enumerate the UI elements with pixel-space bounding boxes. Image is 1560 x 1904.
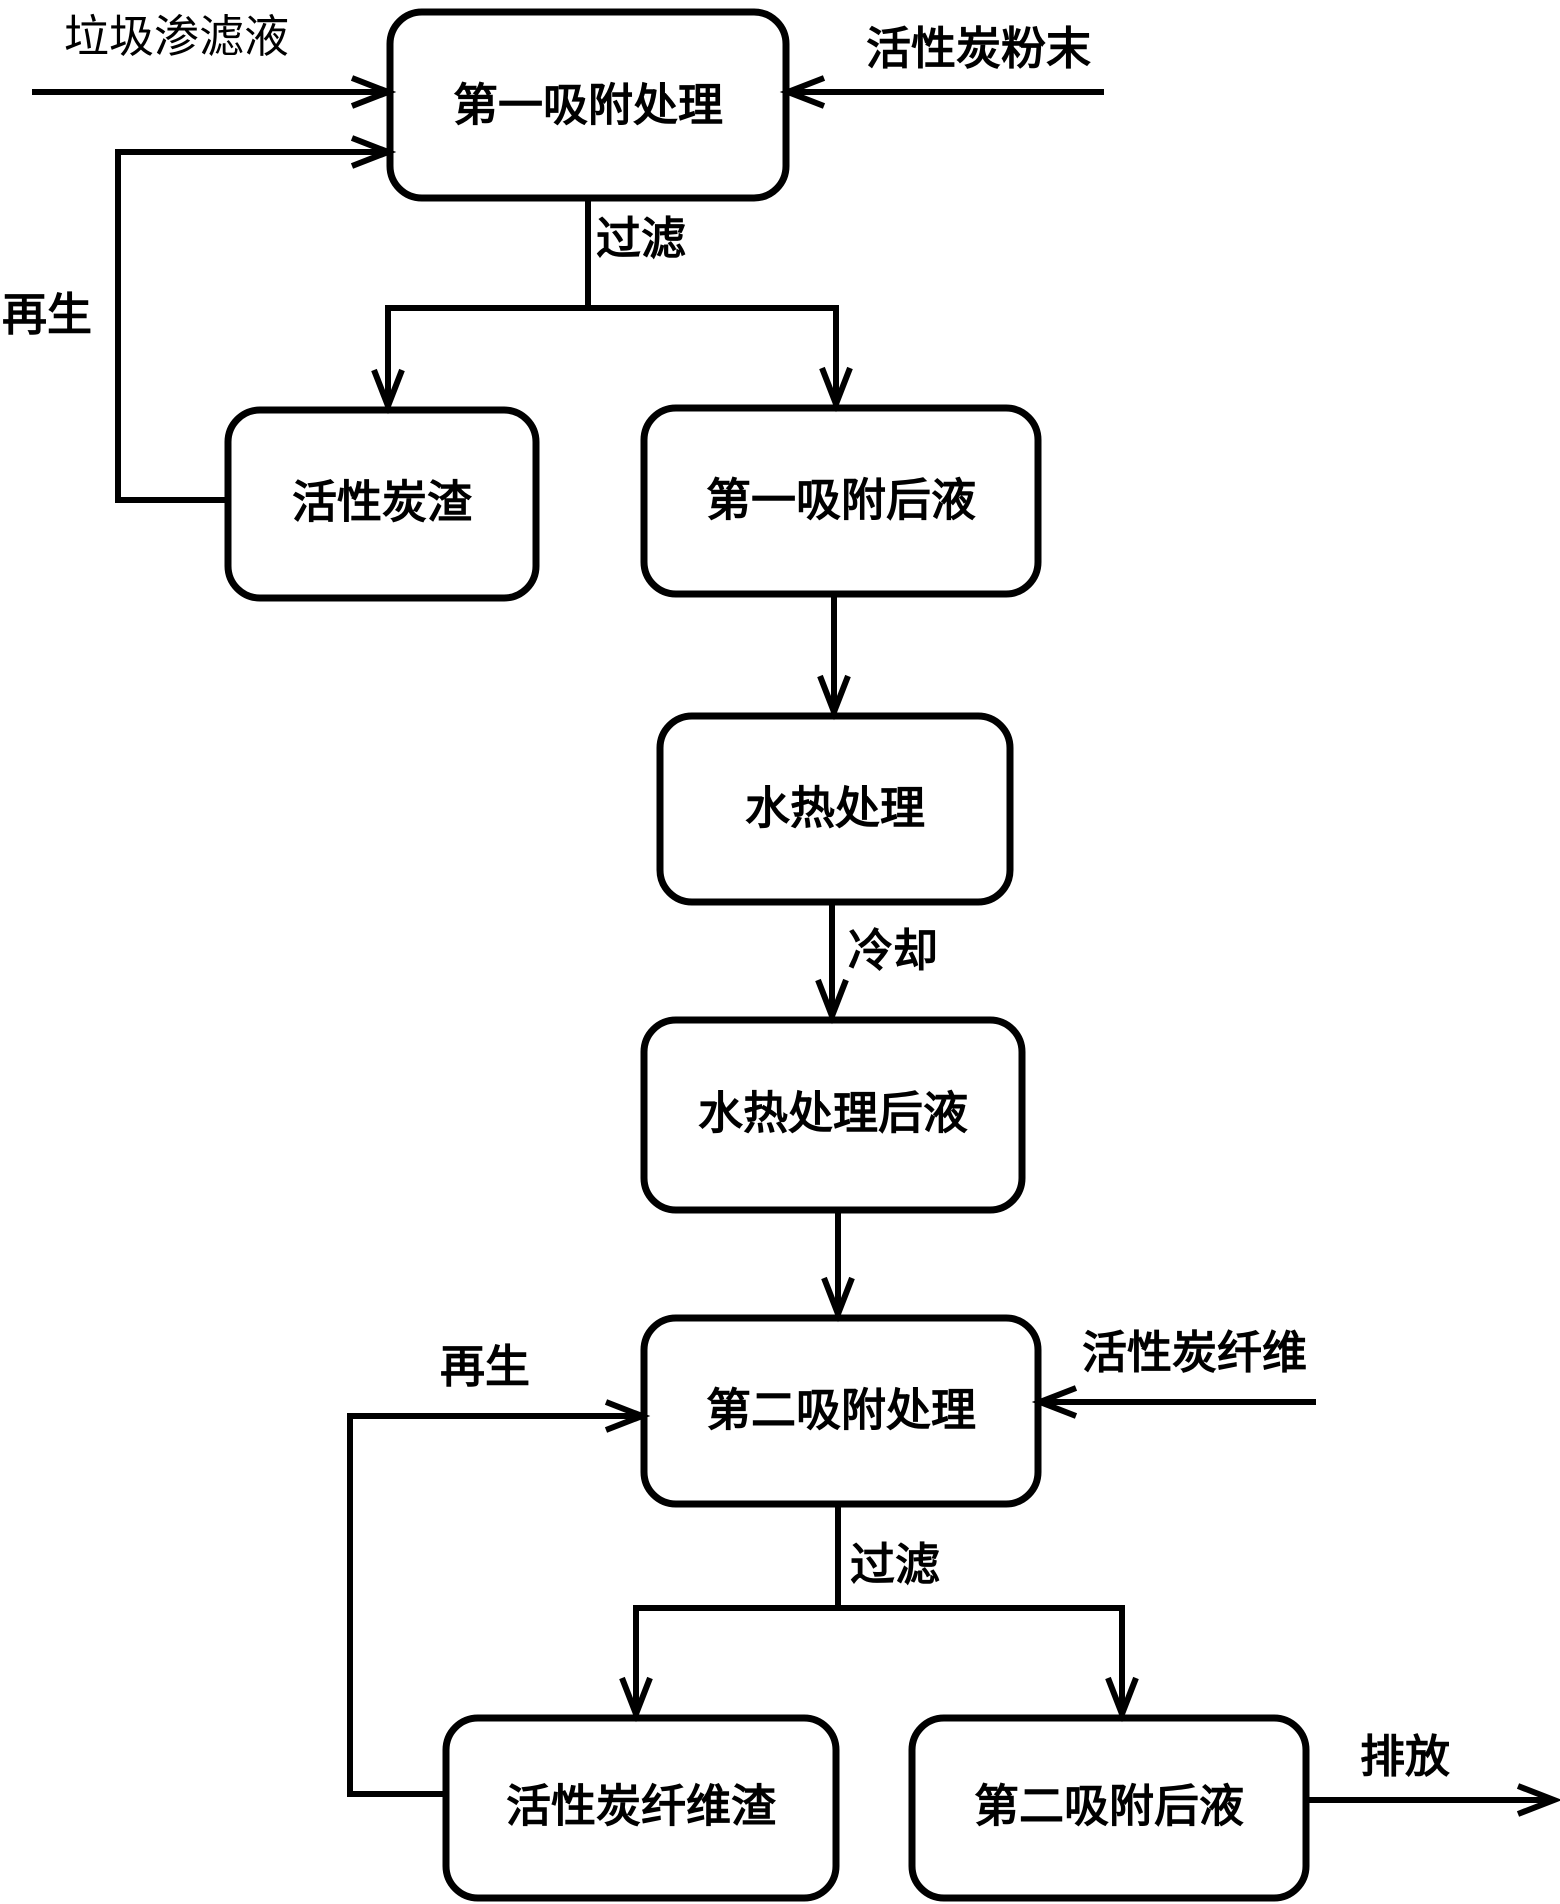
node-after-adsorption-2-label: 第二吸附后液 [974,1780,1244,1833]
node-after-adsorption-1: 第一吸附后液 [640,404,1042,598]
arrowhead-regen-loop-1 [350,135,397,169]
label-cooling: 冷却 [848,924,938,977]
node-fiber-residue-label: 活性炭纤维渣 [506,1780,777,1833]
node-after-hydrothermal: 水热处理后液 [640,1016,1026,1214]
label-leachate: 垃圾渗滤液 [64,10,289,63]
arrowhead-leachate-input [350,75,397,109]
node-adsorption-1-label: 第一吸附处理 [453,79,723,132]
arrowhead-carbon-powder-input [779,75,826,109]
node-hydrothermal-label: 水热处理 [745,782,925,835]
node-after-adsorption-2: 第二吸附后液 [908,1714,1310,1902]
node-fiber-residue: 活性炭纤维渣 [442,1714,840,1902]
label-carbon-fiber: 活性炭纤维 [1082,1326,1307,1379]
label-filter-1: 过滤 [596,212,686,265]
arrowhead-to-after-adsorption-2 [1105,1676,1139,1723]
node-adsorption-2-label: 第二吸附处理 [706,1384,976,1437]
node-adsorption-2: 第二吸附处理 [640,1314,1042,1508]
label-discharge: 排放 [1360,1730,1450,1783]
node-hydrothermal: 水热处理 [656,712,1014,906]
arrowhead-to-fiber-residue [619,1676,653,1723]
arrowhead-cooling [815,978,849,1025]
arrowhead-discharge [1516,1783,1560,1817]
arrowhead-to-carbon-residue [371,368,405,415]
node-carbon-residue: 活性炭渣 [224,406,540,602]
label-filter-2: 过滤 [850,1538,940,1591]
edge-filter-2-split [633,1605,1125,1712]
arrowhead-to-after-adsorption-1 [819,366,853,413]
node-adsorption-1: 第一吸附处理 [386,8,790,202]
label-regen-1: 再生 [2,288,92,341]
arrowhead-regen-loop-2 [604,1399,651,1433]
edge-filter-1-split [385,305,839,404]
node-carbon-residue-label: 活性炭渣 [292,476,473,529]
arrowhead-carbon-fiber-input [1031,1385,1078,1419]
label-regen-2: 再生 [440,1340,530,1393]
arrowhead-to-hydrothermal [817,674,851,721]
arrowhead-to-adsorption-2 [821,1276,855,1323]
edge-regen-loop-2 [347,1413,640,1797]
edge-regen-loop-1 [115,149,386,503]
node-after-adsorption-1-label: 第一吸附后液 [706,474,976,527]
node-after-hydrothermal-label: 水热处理后液 [698,1087,968,1140]
label-carbon-powder: 活性炭粉末 [866,22,1091,75]
